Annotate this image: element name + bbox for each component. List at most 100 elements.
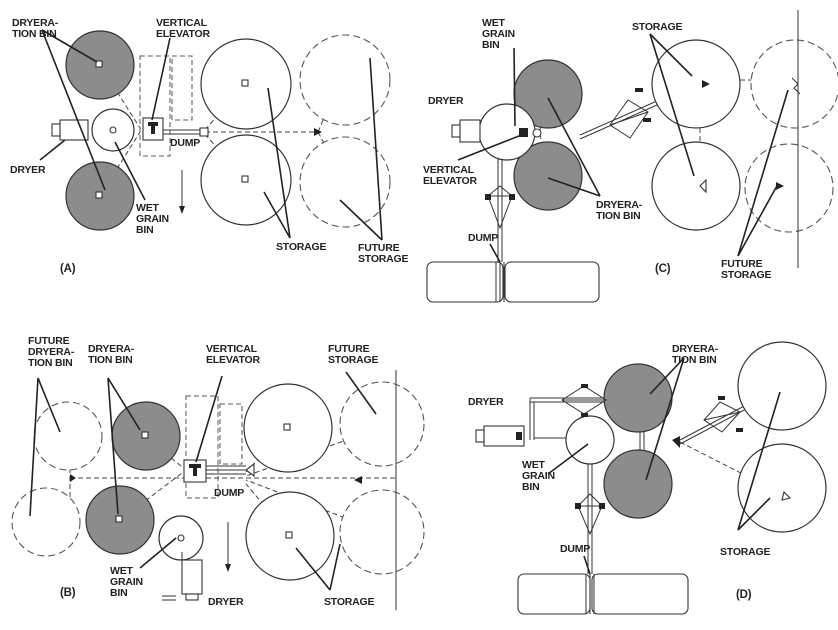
panel-a-distributor <box>199 127 209 137</box>
panel-c-storage-bin-bottom <box>651 141 741 231</box>
panel-a-dump-pit-outline <box>171 55 193 121</box>
panel-c-storage-label: STORAGE <box>632 21 683 33</box>
panel-a-dryer-label: DRYER <box>10 164 46 176</box>
panel-b-arrow-head-icon <box>225 564 231 572</box>
panel-d-dryer-fan <box>516 432 522 440</box>
panel-b-bin-center <box>283 423 291 431</box>
panel-d-truss-foot <box>575 503 581 509</box>
panel-d-dryeration-bin-label: DRYERA-TION BIN <box>672 343 719 366</box>
panel-c-leader <box>649 33 693 77</box>
panel-b-bin-center <box>141 431 149 439</box>
panel-c-leader <box>649 33 695 177</box>
panel-d-dryer-label: DRYER <box>468 396 504 408</box>
panel-c-storage-bin-top <box>651 39 741 129</box>
panel-d-dryeration-bin-top <box>603 363 673 433</box>
panel-d-dump-label: DUMP <box>560 543 590 555</box>
panel-b-future-dryeration-bin-bottom <box>11 487 81 557</box>
panel-a-leader <box>41 29 98 63</box>
panel-d-truck-right <box>591 573 689 615</box>
panel-b-bin-center <box>115 515 123 523</box>
panel-c-leader <box>457 133 525 161</box>
panel-a-leader <box>39 139 66 161</box>
panel-c-truck-right <box>504 261 600 303</box>
panel-b-leader <box>107 377 141 431</box>
panel-a-dryeration-bin-label: DRYERA-TION BIN <box>12 17 59 40</box>
panel-a-spout-icon <box>314 128 322 136</box>
panel-d-leader <box>547 443 589 475</box>
panel-b-leader <box>37 377 61 433</box>
panel-c-label: (C) <box>655 263 671 275</box>
panel-c-truss-foot <box>509 194 515 200</box>
panel-a-bin-center <box>241 175 249 183</box>
panel-d-leader <box>583 555 591 575</box>
panel-a-dump-label: DUMP <box>170 137 200 149</box>
panel-b-future-dryeration-bin-top <box>33 401 103 471</box>
panel-b-bin-center <box>285 531 293 539</box>
panel-a-future-storage-top <box>299 34 391 126</box>
panel-b-dump-pit-outline <box>219 403 243 465</box>
panel-d-leader <box>649 357 685 395</box>
panel-c-spout-icon <box>699 178 707 194</box>
panel-c-spout-icon <box>702 80 710 88</box>
panel-b-dump-label: DUMP <box>214 487 244 499</box>
panel-d-spout-icon <box>672 436 680 448</box>
panel-a-bin-center <box>95 60 103 68</box>
panel-a-bin-center <box>109 126 117 134</box>
panel-d-truss-foot <box>718 396 725 400</box>
panel-a-leader <box>41 29 106 191</box>
panel-b-leader <box>107 377 119 515</box>
panel-a-arrow-head-icon <box>179 206 185 214</box>
panel-b-elevator-leg-icon <box>189 464 201 476</box>
panel-b-dryeration-bin-label: DRYERA-TION BIN <box>88 343 135 366</box>
panel-c-future-storage-top <box>750 39 838 129</box>
panel-d-dryeration-bin-bottom <box>603 449 673 519</box>
panel-c-dump-label: DUMP <box>468 232 498 244</box>
panel-d-spout-icon <box>781 490 792 501</box>
panel-c-leader <box>737 89 789 257</box>
panel-a-elevator-leg-icon <box>148 122 158 134</box>
panel-d-truck-left <box>517 573 591 615</box>
panel-b-leader <box>195 375 223 463</box>
panel-c-dryeration-bin-label: DRYERA-TION BIN <box>596 199 643 222</box>
panel-b-leader <box>29 377 39 517</box>
panel-a-label: (A) <box>60 263 76 275</box>
panel-c-elevator-head <box>532 128 542 138</box>
panel-c-truss-foot <box>635 88 643 92</box>
panel-b-leader <box>345 371 377 415</box>
panel-d-label: (D) <box>736 589 752 601</box>
panel-b-leader <box>295 547 331 591</box>
panel-a-bin-center <box>95 191 103 199</box>
panel-c-leader <box>547 97 601 197</box>
panel-d-truss-foot <box>581 413 588 417</box>
panel-d-storage-bin-bottom <box>737 443 827 533</box>
panel-c-leader <box>547 177 601 197</box>
panel-c-leader <box>737 183 779 257</box>
panel-c-future-storage-bottom <box>744 143 834 233</box>
panel-c-vertical-elevator <box>519 128 528 137</box>
panel-d-truss-foot <box>599 503 605 509</box>
panel-b-dryer-burner <box>185 593 199 601</box>
panel-d-leader <box>645 357 685 481</box>
panel-d-truss-foot <box>581 384 588 388</box>
panel-b-leader <box>139 537 177 569</box>
panel-c-leader <box>489 243 501 263</box>
panel-d-dryer-burner <box>475 429 485 443</box>
panel-a-dryer-burner <box>51 123 61 137</box>
panel-b-leader <box>329 543 341 591</box>
panel-b-spout-icon <box>245 462 255 478</box>
panel-c-truss-brace <box>609 111 649 126</box>
